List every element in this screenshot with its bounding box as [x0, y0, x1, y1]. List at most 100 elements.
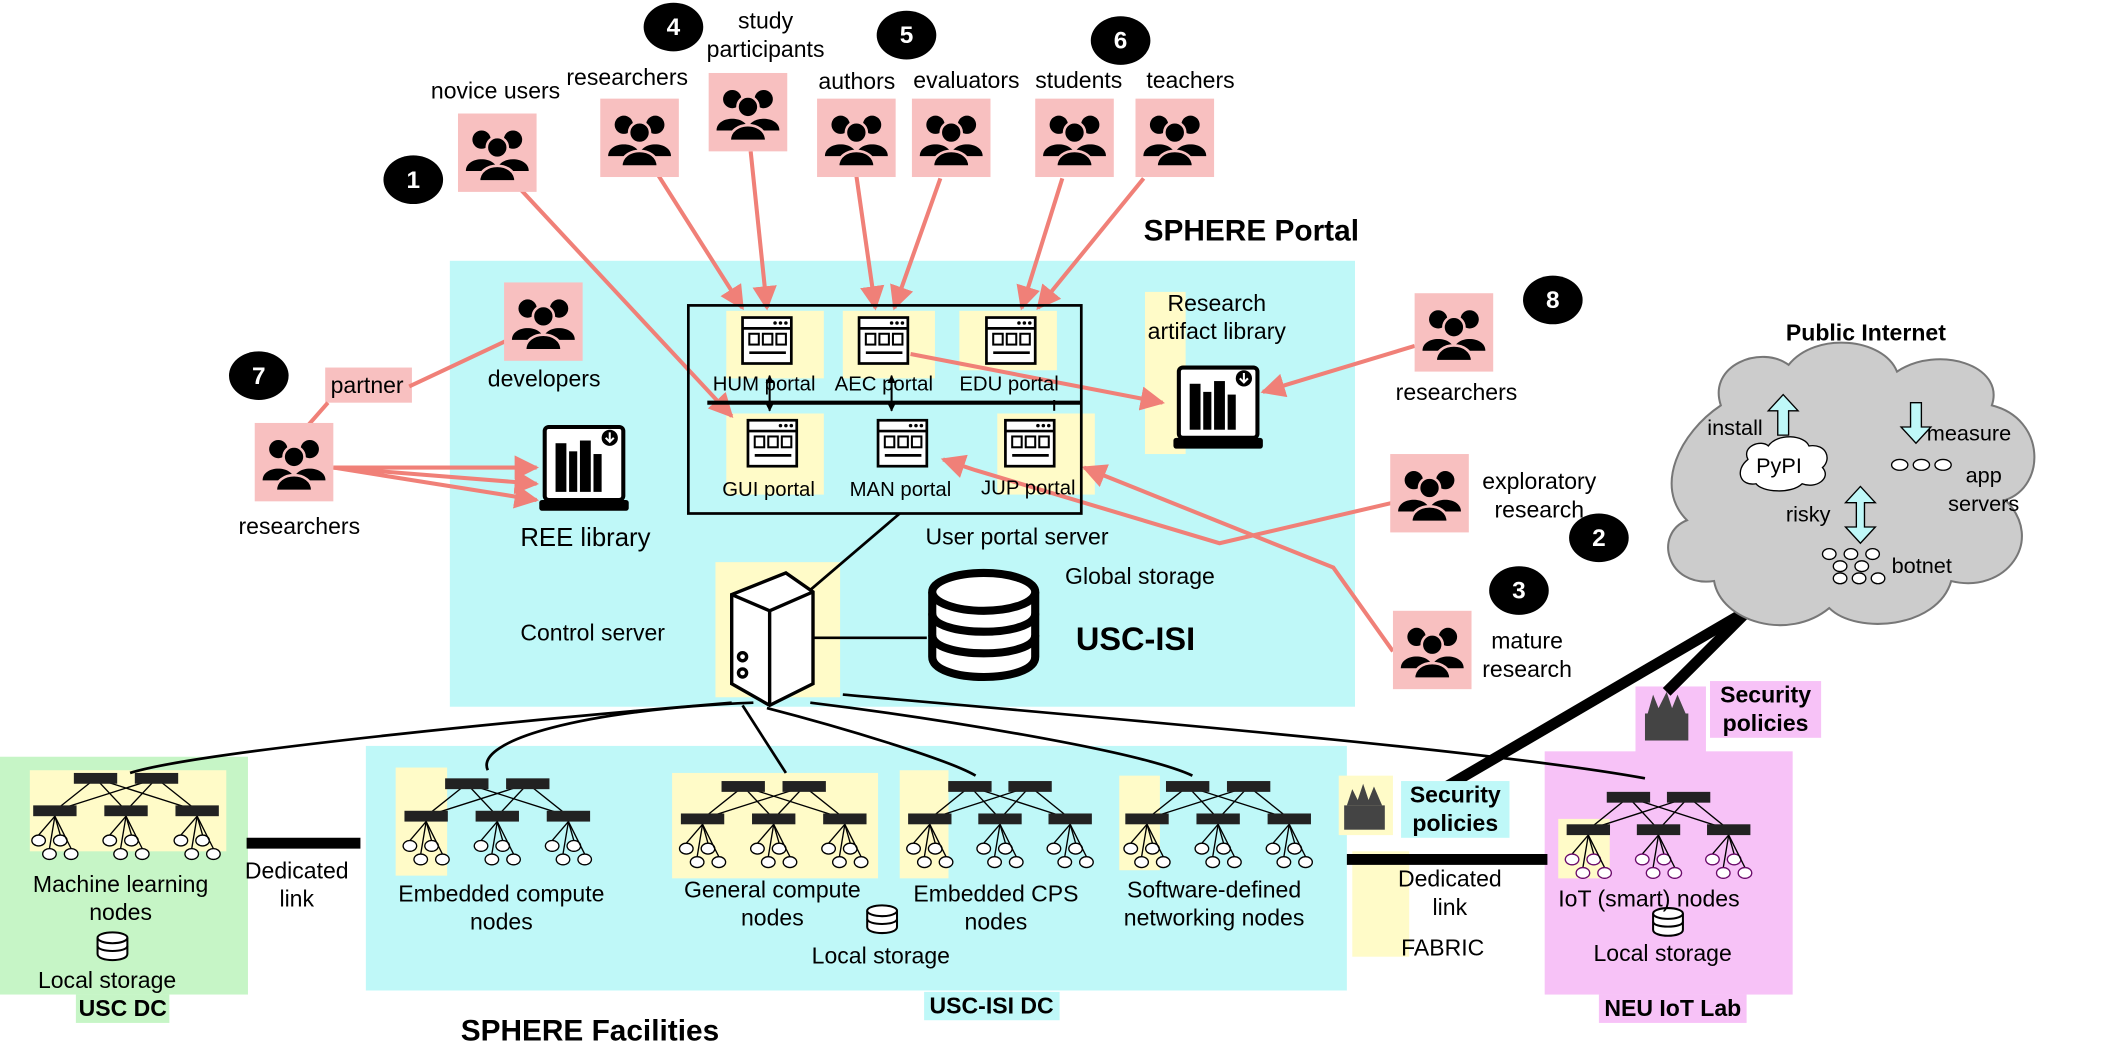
arrow: [1016, 177, 1065, 311]
sdn-label: Software-defined networking nodes: [1123, 876, 1305, 932]
node-icon: [1737, 866, 1753, 880]
portal-window-icon: [875, 418, 929, 472]
node-icon: [1265, 842, 1281, 855]
node-icon: [987, 856, 1003, 869]
risky-arrow: [1843, 485, 1877, 545]
node-icon: [1155, 856, 1171, 869]
user-group-icon: [457, 113, 537, 192]
switch-icon: [1165, 781, 1210, 792]
arrow: [518, 187, 734, 418]
partner-box: [325, 367, 412, 403]
security-policies-label: Security policies: [1401, 781, 1510, 838]
local-storage-icon: [866, 904, 899, 935]
usc-isi-dc-label: USC-ISI DC: [924, 991, 1060, 1021]
study-participants-label: study participants: [706, 8, 825, 63]
switch-icon: [134, 772, 179, 784]
switch-icon: [1636, 824, 1681, 836]
node-icon: [1645, 866, 1661, 880]
install-label: install: [1707, 417, 1763, 441]
botnet-label: botnet: [1891, 555, 1952, 579]
botnet-node: [1832, 572, 1848, 585]
aec-portal-label: AEC portal: [834, 372, 933, 396]
node-cluster: [1564, 791, 1753, 880]
switch-icon: [1196, 813, 1240, 825]
global-storage-label: Global storage: [1065, 563, 1215, 590]
sphere-portal-title: SPHERE Portal: [1143, 213, 1359, 248]
user-group-icon: [254, 422, 334, 502]
switch-icon: [1125, 813, 1169, 825]
node-icon: [1123, 842, 1139, 855]
control-server-icon: [730, 571, 815, 708]
local-storage-icon: [96, 931, 129, 962]
portal-window-icon: [745, 418, 799, 472]
botnet-node: [1865, 547, 1881, 561]
switch-icon: [1048, 813, 1092, 825]
marker-8: 8: [1523, 275, 1583, 325]
portal-window-icon: [856, 315, 910, 369]
botnet-node: [1851, 572, 1867, 585]
switch-icon: [175, 805, 219, 817]
switch-icon: [445, 778, 489, 790]
node-icon: [760, 856, 776, 869]
line: [307, 401, 330, 426]
general-compute-label: General compute nodes: [683, 876, 861, 932]
node-icon: [1564, 853, 1580, 866]
node-icon: [173, 834, 189, 847]
app-server-node: [1912, 458, 1931, 471]
node-cluster: [1123, 781, 1313, 869]
user-portal-server-label: User portal server: [925, 524, 1109, 550]
node-icon: [853, 856, 869, 869]
node-icon: [916, 856, 932, 869]
node-icon: [1276, 856, 1292, 869]
node-icon: [1575, 866, 1591, 880]
botnet-node: [1854, 560, 1870, 573]
researchers-label: researchers: [238, 513, 361, 540]
switch-icon: [1226, 781, 1271, 792]
node-icon: [1704, 853, 1720, 866]
fabric-label: FABRIC: [1401, 935, 1485, 961]
install-arrow: [1766, 393, 1800, 436]
node-icon: [113, 847, 129, 861]
internet-link: [1662, 609, 1750, 696]
portal-window-icon: [740, 315, 794, 369]
local-storage-label: Local storage: [37, 967, 177, 994]
user-group-icon: [817, 98, 896, 178]
link: [741, 704, 788, 774]
measure-arrow: [1899, 402, 1933, 445]
node-icon: [31, 834, 47, 847]
switch-icon: [978, 813, 1022, 825]
pypi-cloud: [1739, 436, 1828, 492]
researchers-label: researchers: [1395, 379, 1518, 406]
arrow: [748, 151, 777, 311]
node-icon: [1078, 856, 1094, 869]
arrow: [854, 175, 885, 311]
link: [803, 512, 901, 596]
mature-research-label: mature research: [1482, 628, 1572, 683]
node-cluster: [678, 781, 869, 869]
teachers-label: teachers: [1146, 67, 1235, 94]
node-cluster: [906, 781, 1094, 869]
measure-label: measure: [1926, 422, 2012, 446]
arrow: [1036, 177, 1146, 310]
node-icon: [1134, 856, 1150, 869]
node-icon: [555, 853, 571, 866]
user-portal-server-box: [686, 304, 1083, 515]
switch-icon: [721, 781, 765, 792]
node-icon: [1194, 842, 1210, 855]
node-icon: [1046, 842, 1062, 855]
novice-users-label: novice users: [430, 78, 561, 105]
node-icon: [473, 839, 489, 852]
internet-link: [1425, 608, 1746, 802]
user-group-icon: [1414, 293, 1494, 372]
user-group-icon: [708, 72, 788, 152]
authors-label: authors: [818, 68, 896, 95]
usc-isi-label: USC-ISI: [1075, 621, 1196, 659]
firewall-icon: [1344, 783, 1385, 830]
user-group-icon: [1135, 98, 1215, 178]
portal-window-icon: [984, 315, 1038, 369]
dedicated-link-label: Dedicated link: [244, 858, 349, 913]
node-icon: [402, 839, 418, 852]
node-icon: [577, 853, 593, 866]
man-portal-label: MAN portal: [849, 478, 952, 502]
